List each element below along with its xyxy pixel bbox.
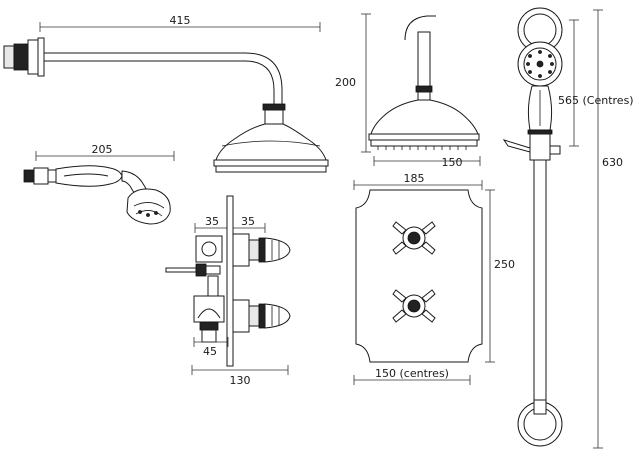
- label-head-height: 200: [335, 76, 356, 89]
- handset: [23, 151, 175, 225]
- shower-arm-with-head: [3, 22, 329, 173]
- label-valve-width: 130: [230, 374, 251, 387]
- label-rail-centres: 565 (Centres): [558, 94, 634, 107]
- nozzle-marks: [377, 146, 467, 150]
- valve-front-plate: [353, 180, 495, 385]
- label-plate-width: 185: [404, 172, 425, 185]
- label-plate-height: 250: [494, 258, 515, 271]
- shower-head-front-view: [361, 13, 481, 166]
- riser-rail-kit: [502, 7, 603, 449]
- label-head-diameter: 150: [442, 156, 463, 169]
- label-rail-height: 630: [602, 156, 623, 169]
- label-valve-depth: 45: [203, 345, 217, 358]
- label-valve-spacing-left: 35: [205, 215, 219, 228]
- label-valve-spacing-right: 35: [241, 215, 255, 228]
- valve-side-view: [165, 195, 291, 375]
- label-valve-centres: 150 (centres): [375, 367, 449, 380]
- label-arm-length: 415: [170, 14, 191, 27]
- dimension-labels: 415 200 150 205 35 35 45 130 185 250 150…: [92, 14, 634, 387]
- label-handset-length: 205: [92, 143, 113, 156]
